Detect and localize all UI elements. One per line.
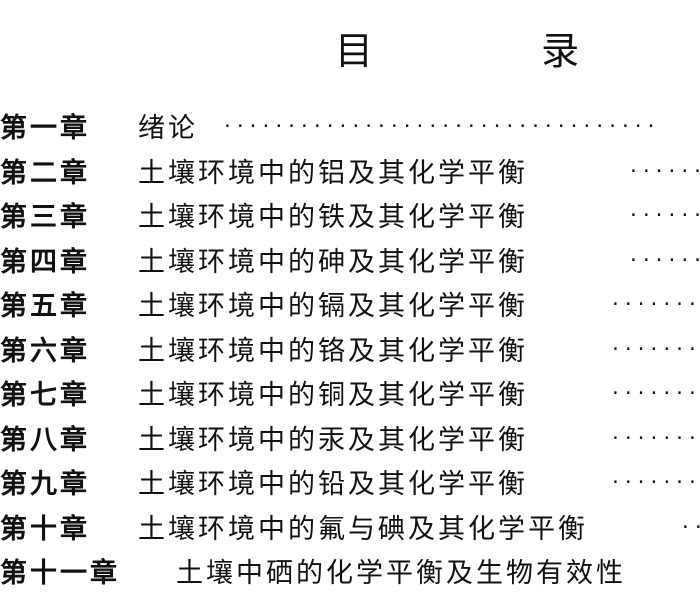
dot-leader: ········· (610, 427, 700, 449)
dot-leader: ······· (628, 160, 700, 182)
chapter-number: 第四章 (0, 246, 90, 278)
page-title: 目 录 (335, 29, 658, 73)
dot-leader: ······· (628, 205, 700, 226)
chapter-number: 第十章 (0, 513, 90, 545)
chapter-title: 土壤环境中的镉及其化学平衡 (138, 291, 528, 322)
chapter-title: 土壤环境中的铝及其化学平衡 (138, 157, 528, 189)
dot-leader: ········· (610, 472, 700, 493)
dot-leader: ·· (680, 516, 700, 538)
chapter-title: 土壤环境中的砷及其化学平衡 (138, 246, 528, 278)
chapter-number: 第二章 (0, 157, 90, 189)
toc-entry-chapter-11: 第十一章 土壤中硒的化学平衡及生物有效性 (0, 553, 700, 598)
toc-entry-chapter-4: 第四章 土壤环境中的砷及其化学平衡 ······· (0, 242, 700, 287)
chapter-title: 土壤环境中的氟与碘及其化学平衡 (138, 513, 588, 545)
chapter-number: 第五章 (0, 291, 90, 322)
toc-entry-chapter-3: 第三章 土壤环境中的铁及其化学平衡 ······· (0, 197, 700, 242)
chapter-number: 第六章 (0, 335, 90, 367)
dot-leader: ········· (610, 338, 700, 360)
toc-entry-chapter-7: 第七章 土壤环境中的铜及其化学平衡 ········· (0, 375, 700, 420)
dot-leader: ·································· (222, 116, 659, 137)
chapter-title: 土壤环境中的汞及其化学平衡 (138, 424, 528, 456)
toc-entry-chapter-9: 第九章 土壤环境中的铅及其化学平衡 ········· (0, 464, 700, 509)
chapter-title: 土壤环境中的铁及其化学平衡 (138, 202, 528, 233)
dot-leader: ········· (610, 383, 700, 404)
toc-entry-chapter-5: 第五章 土壤环境中的镉及其化学平衡 ········· (0, 286, 700, 331)
chapter-title: 土壤环境中的铅及其化学平衡 (138, 469, 528, 500)
toc-entry-chapter-6: 第六章 土壤环境中的铬及其化学平衡 ········· (0, 331, 700, 376)
chapter-title: 土壤中硒的化学平衡及生物有效性 (176, 558, 626, 589)
dot-leader: ········· (610, 294, 700, 315)
toc-entry-chapter-1: 第一章 绪论 ·································… (0, 108, 700, 153)
toc-entry-chapter-2: 第二章 土壤环境中的铝及其化学平衡 ······· (0, 153, 700, 198)
chapter-number: 第九章 (0, 469, 90, 500)
chapter-number: 第十一章 (0, 558, 120, 589)
dot-leader: ······· (628, 249, 700, 271)
toc-entry-chapter-8: 第八章 土壤环境中的汞及其化学平衡 ········· (0, 420, 700, 465)
chapter-number: 第七章 (0, 380, 90, 411)
chapter-number: 第三章 (0, 202, 90, 233)
chapter-title: 绪论 (138, 113, 198, 144)
table-of-contents: 第一章 绪论 ·································… (0, 108, 700, 598)
chapter-title: 土壤环境中的铬及其化学平衡 (138, 335, 528, 367)
chapter-title: 土壤环境中的铜及其化学平衡 (138, 380, 528, 411)
toc-entry-chapter-10: 第十章 土壤环境中的氟与碘及其化学平衡 ·· (0, 509, 700, 554)
chapter-number: 第一章 (0, 113, 90, 144)
chapter-number: 第八章 (0, 424, 90, 456)
